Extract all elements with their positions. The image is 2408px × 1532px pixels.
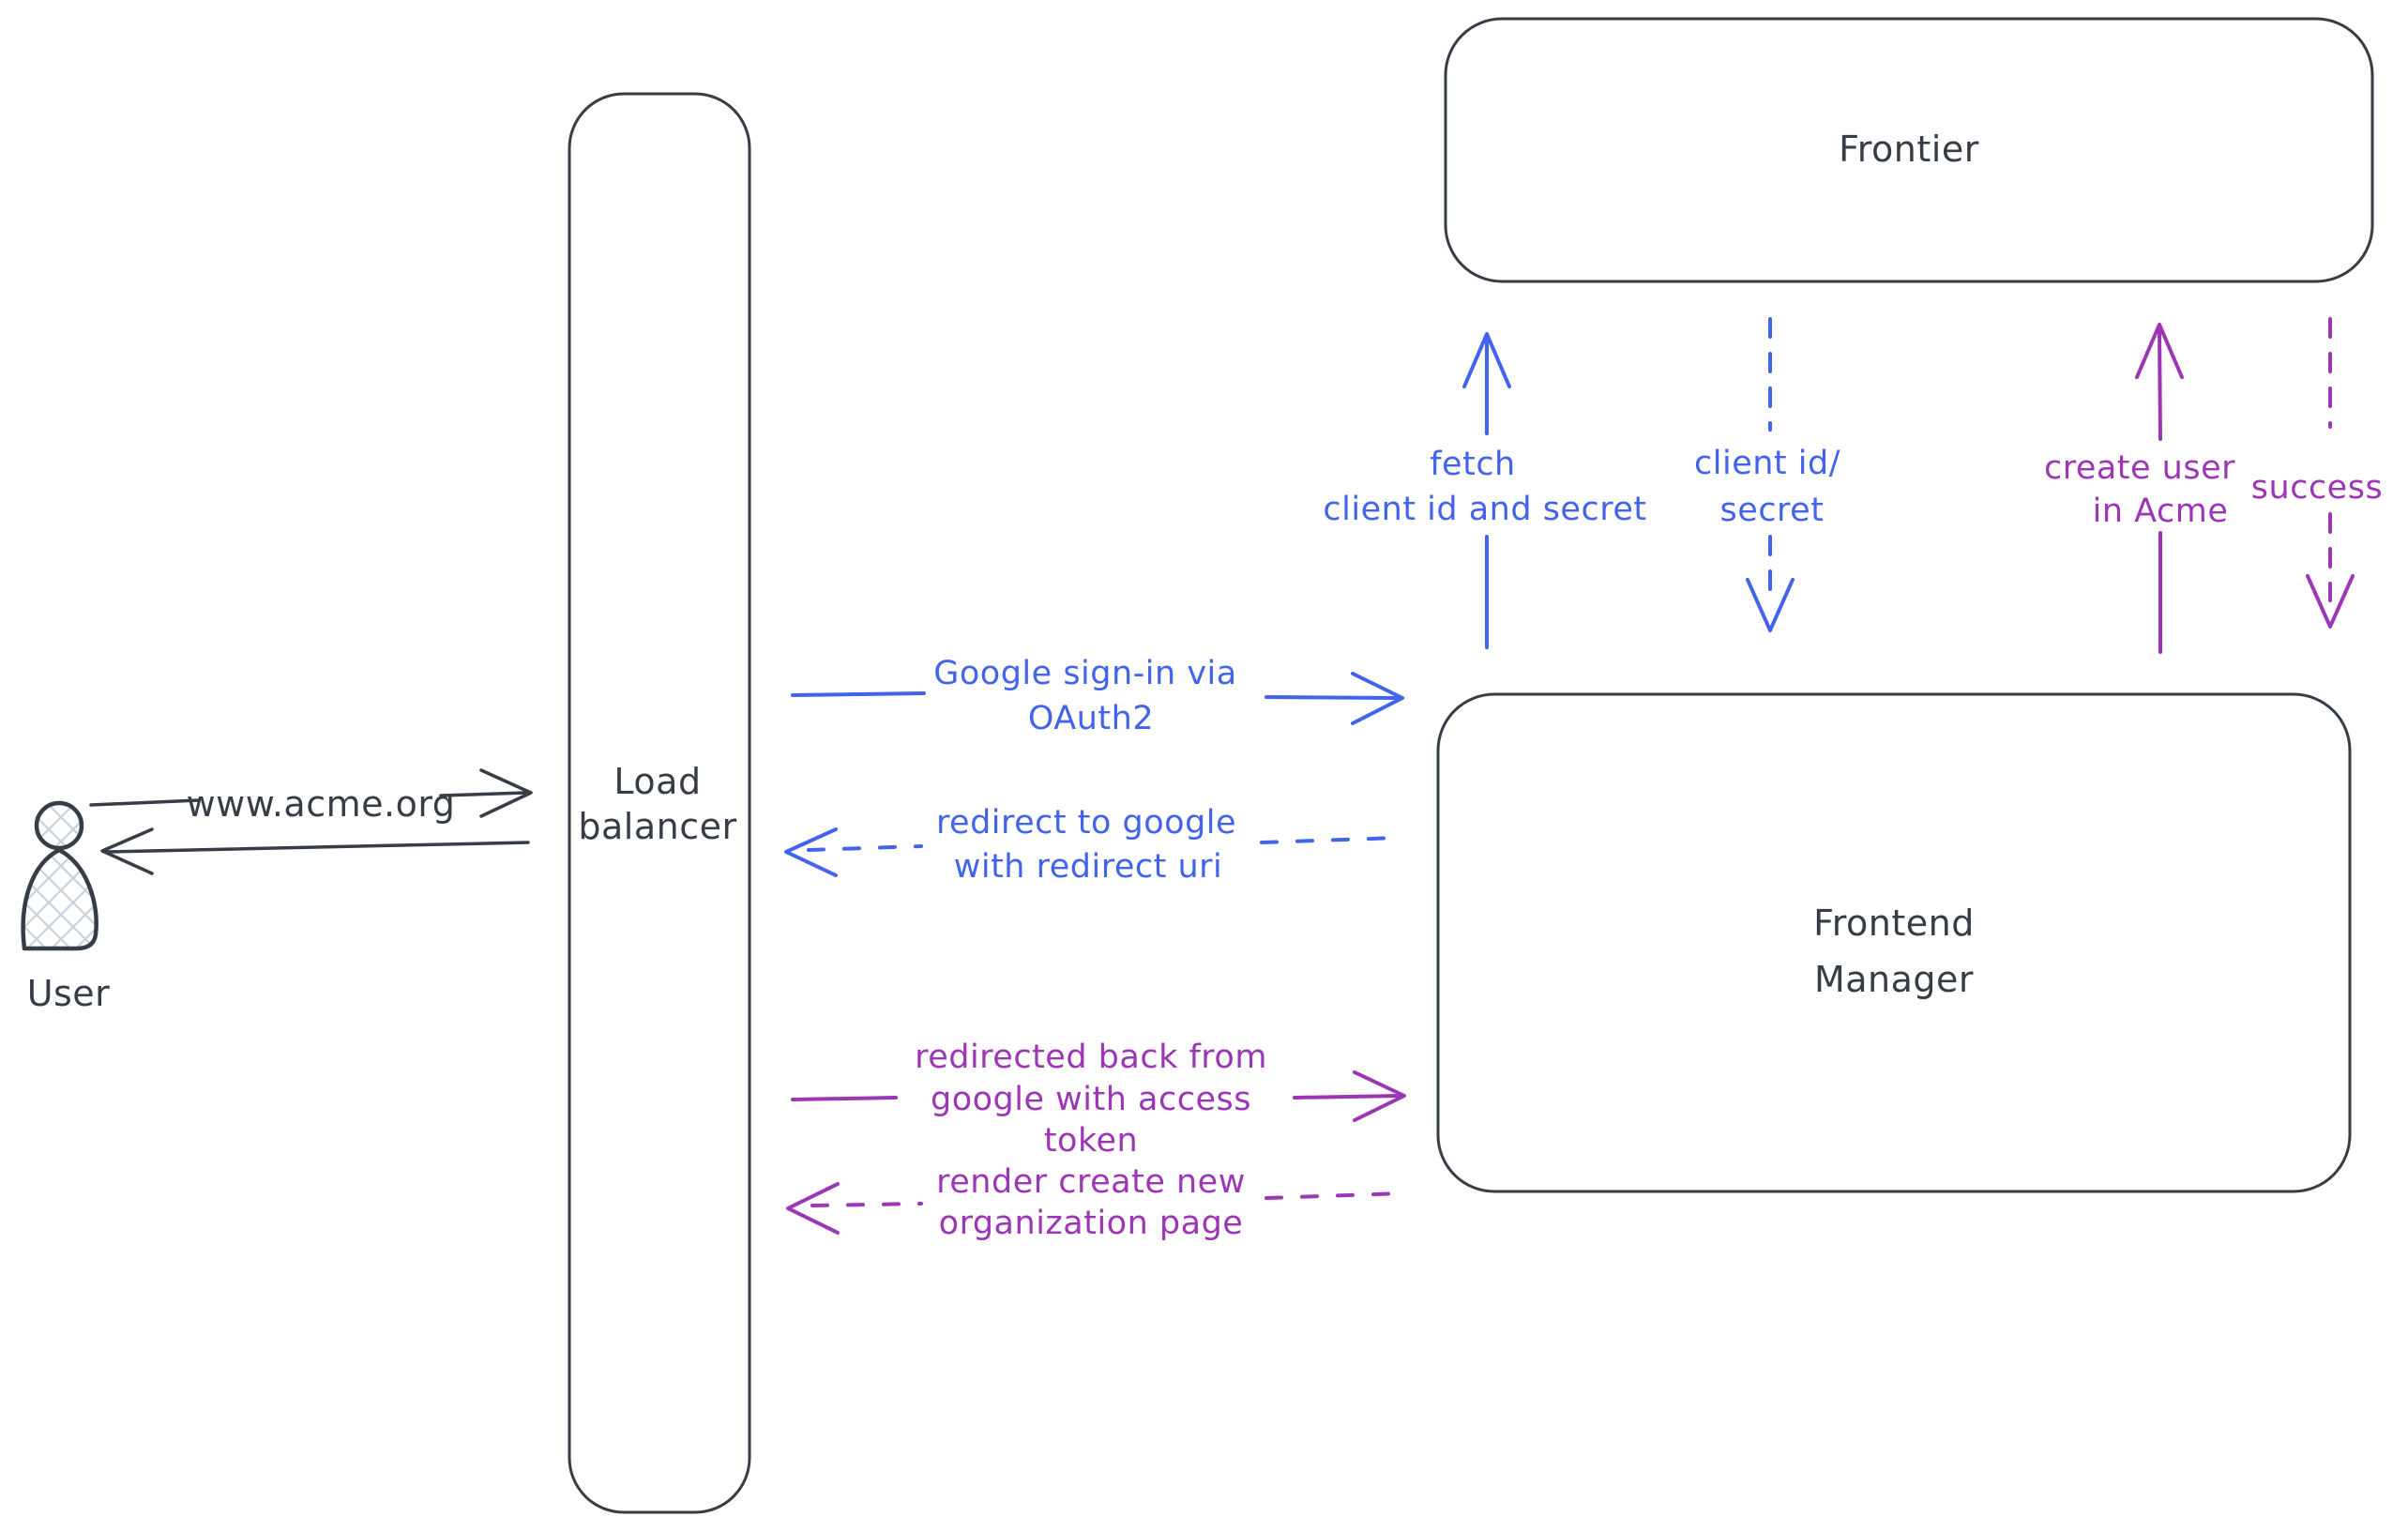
edge-www-acme[interactable]: www.acme.org xyxy=(89,768,533,825)
arrow-head-up-icon xyxy=(1462,332,1511,388)
edge-label-line2: with redirect uri xyxy=(954,848,1223,886)
edge-label-line2: client id and secret xyxy=(1323,491,1646,528)
node-frontend-manager[interactable]: Frontend Manager xyxy=(1436,692,2352,1193)
arrow-shaft-dashed xyxy=(810,1202,923,1207)
edge-label-line1: create user xyxy=(2044,449,2235,487)
edge-label-line2: OAuth2 xyxy=(1028,700,1154,737)
arrow-head-down-icon xyxy=(2306,574,2355,629)
frontier-box xyxy=(1444,17,2374,283)
frontier-label: Frontier xyxy=(1839,129,1979,170)
arrow-shaft xyxy=(439,791,527,797)
edge-google-signin[interactable]: Google sign-in via OAuth2 xyxy=(791,655,1404,737)
user-head-icon xyxy=(34,800,84,851)
load-balancer-box xyxy=(568,92,751,1514)
edge-label-line1: redirected back from xyxy=(915,1039,1267,1076)
arrow-shaft-dashed xyxy=(807,844,923,852)
edge-label-line2: in Acme xyxy=(2093,493,2229,530)
edge-label-line1: Google sign-in via xyxy=(933,655,1236,692)
edge-label-line1: redirect to google xyxy=(936,804,1236,842)
edge-client-id-secret[interactable]: client id/ secret xyxy=(1694,317,1840,632)
arrow-head-left-icon xyxy=(786,1182,840,1235)
frontend-manager-label-line1: Frontend xyxy=(1813,903,1975,944)
arrow-shaft xyxy=(791,691,926,697)
arrow-shaft xyxy=(105,841,530,854)
frontend-manager-label-line2: Manager xyxy=(1814,959,1974,1000)
arrow-head-down-icon xyxy=(1746,578,1795,632)
edge-label-line2: organization page xyxy=(939,1205,1244,1242)
arrow-shaft xyxy=(791,1096,898,1101)
arrow-head-left-icon xyxy=(100,827,154,875)
edge-label-line2: secret xyxy=(1720,492,1825,529)
edge-return-to-user[interactable] xyxy=(100,827,530,875)
node-load-balancer[interactable]: Load balancer xyxy=(568,92,751,1514)
arrow-shaft-dashed xyxy=(1265,1191,1404,1200)
arrow-shaft-dashed xyxy=(1260,836,1400,844)
edge-create-user[interactable]: create user in Acme xyxy=(2044,323,2235,654)
edge-label-line3: token xyxy=(1044,1122,1138,1160)
arrow-head-left-icon xyxy=(784,827,838,877)
arrow-head-right-icon xyxy=(479,768,533,818)
edge-label-line1: render create new xyxy=(936,1163,1246,1201)
edge-label: success xyxy=(2251,469,2383,507)
arrow-head-right-icon xyxy=(1353,1070,1406,1122)
arrow-head-right-icon xyxy=(1351,672,1404,725)
arrow-head-up-icon xyxy=(2135,323,2184,379)
load-balancer-label-line1: Load xyxy=(613,761,701,802)
user-label: User xyxy=(27,973,111,1014)
load-balancer-label-line2: balancer xyxy=(578,806,736,847)
edge-label-line1: fetch xyxy=(1430,446,1516,483)
edge-success[interactable]: success xyxy=(2251,317,2383,629)
edge-label: www.acme.org xyxy=(187,783,456,825)
edge-label-line1: client id/ xyxy=(1694,445,1840,482)
edge-redirect-to-google[interactable]: redirect to google with redirect uri xyxy=(784,804,1400,886)
frontend-manager-box xyxy=(1436,692,2352,1193)
edge-redirected-back[interactable]: redirected back from google with access … xyxy=(791,1039,1406,1160)
edge-fetch-client-secret[interactable]: fetch client id and secret xyxy=(1323,332,1646,649)
arrow-shaft xyxy=(2158,326,2162,441)
node-user[interactable]: User xyxy=(21,800,111,1014)
arrow-shaft xyxy=(1265,695,1400,700)
node-frontier[interactable]: Frontier xyxy=(1444,17,2374,283)
arrow-shaft xyxy=(1293,1094,1401,1100)
edge-render-org-page[interactable]: render create new organization page xyxy=(786,1163,1404,1242)
user-body-icon xyxy=(21,847,98,951)
arrow-shaft xyxy=(89,798,201,807)
edge-label-line2: google with access xyxy=(931,1081,1251,1118)
